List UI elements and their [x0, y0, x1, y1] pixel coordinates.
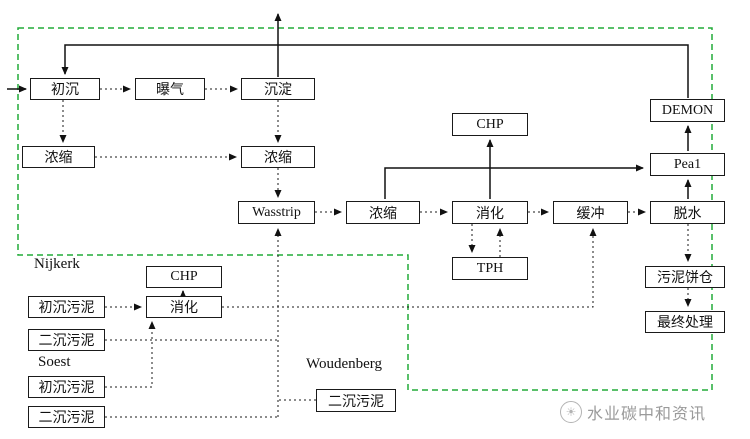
node-final-disposal: 最终处理	[645, 311, 725, 333]
node-primary-sed: 初沉	[30, 78, 100, 100]
edge-nijkerk-digestion-to-buffer	[222, 228, 597, 308]
process-boundary-dashed	[17, 27, 713, 391]
node-sedimentation: 沉淀	[241, 78, 315, 100]
watermark-text: 水业碳中和资讯	[587, 406, 707, 423]
sun-logo-icon: ☀	[560, 401, 582, 423]
woudenberg-secondary-sludge: 二沉污泥	[316, 389, 396, 412]
node-aeration: 曝气	[135, 78, 205, 100]
dotted-flow-lines	[59, 85, 692, 418]
node-chp: CHP	[452, 113, 528, 136]
edge-soest-primary-to-digestion	[105, 321, 156, 388]
node-thickener-center: 浓缩	[241, 146, 315, 168]
nijkerk-secondary-sludge: 二沉污泥	[28, 329, 105, 351]
node-buffer: 缓冲	[553, 201, 628, 224]
node-thickener-left: 浓缩	[22, 146, 95, 168]
woudenberg-label: Woudenberg	[306, 356, 382, 372]
nijkerk-digestion: 消化	[146, 296, 222, 318]
nijkerk-primary-sludge: 初沉污泥	[28, 296, 105, 318]
nijkerk-chp: CHP	[146, 266, 222, 288]
node-digestion: 消化	[452, 201, 528, 224]
edge-demon-return-to-primary	[61, 44, 689, 98]
node-pearl: Pea1	[650, 153, 725, 176]
node-demon: DEMON	[650, 99, 725, 122]
soest-primary-sludge: 初沉污泥	[28, 376, 105, 398]
watermark: ☀ 水业碳中和资讯	[560, 400, 706, 424]
edge-thickener-to-pearl	[384, 164, 644, 199]
node-tph: TPH	[452, 257, 528, 280]
nijkerk-label: Nijkerk	[34, 256, 80, 272]
node-sludge-cake-silo: 污泥饼仓	[645, 266, 725, 288]
solid-flow-lines	[7, 13, 692, 298]
node-wasstrip: Wasstrip	[238, 201, 315, 224]
soest-label: Soest	[38, 354, 71, 370]
soest-secondary-sludge: 二沉污泥	[28, 406, 105, 428]
node-thickener-right: 浓缩	[346, 201, 420, 224]
node-dewatering: 脱水	[650, 201, 725, 224]
